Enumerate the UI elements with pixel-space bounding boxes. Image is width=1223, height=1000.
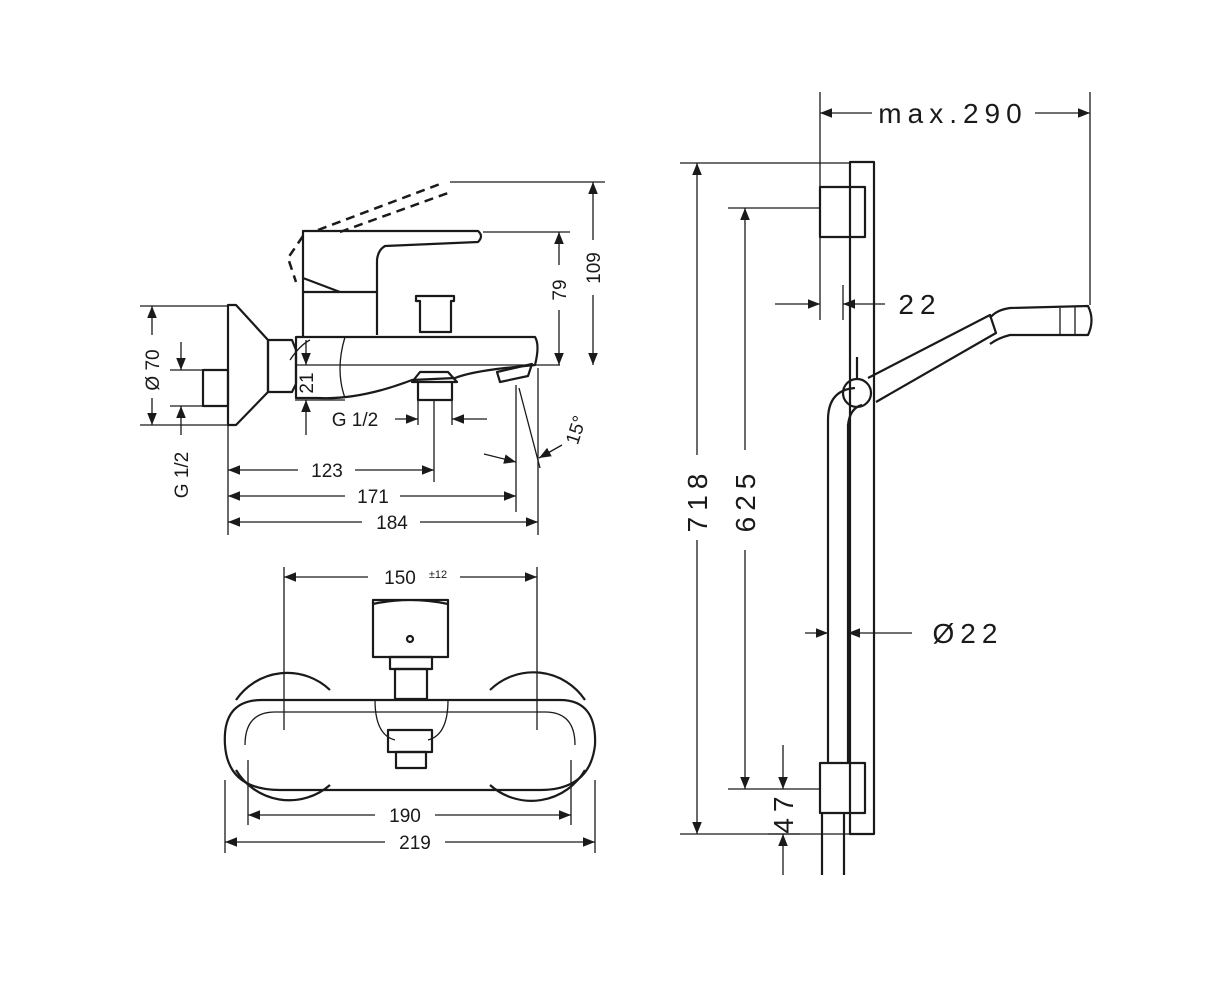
dim-wall-gap: 22 [898, 289, 941, 320]
dim-body-width: 190 [389, 806, 421, 827]
shower-hose [820, 813, 846, 875]
dim-rail-length: 718 [682, 468, 713, 533]
dim-bottom-offset: 47 [768, 790, 799, 833]
union-nut [266, 338, 298, 394]
inlet-connector [201, 368, 230, 408]
mixer-side-view [201, 182, 539, 427]
wall-flange [226, 303, 270, 427]
spout-body [294, 335, 539, 400]
handle-marker [405, 634, 415, 644]
front-view-dimensions: 150 ±12 190 219 [224, 567, 596, 854]
upper-holder [818, 185, 867, 239]
shower-rail-set [818, 160, 1093, 875]
dim-inlet-thread: G 1/2 [172, 452, 193, 498]
mixer-front-view [223, 598, 597, 802]
dim-to-outlet: 123 [311, 461, 343, 482]
dim-outlet-thread: G 1/2 [332, 410, 378, 431]
rail-rod [826, 386, 863, 763]
bath-outlet [410, 370, 459, 402]
side-view-dimensions: Ø 70 G 1/2 21 G 1/2 79 109 15° [140, 181, 605, 535]
lever-handle [301, 229, 483, 294]
dim-max-height: 109 [584, 252, 605, 284]
dim-overall-width: 219 [399, 833, 431, 854]
dim-holder-spacing: 625 [730, 468, 761, 533]
lower-holder [818, 761, 867, 815]
front-body [223, 698, 597, 792]
slider [841, 377, 873, 409]
shower-rail-dimensions: max.290 22 718 625 Ø22 47 [680, 92, 1091, 875]
spout-aerator [495, 362, 534, 384]
diverter-knob [414, 294, 456, 334]
dim-centers: 150 [384, 568, 416, 589]
dim-centers-tolerance: ±12 [429, 569, 447, 581]
dim-lever-height: 79 [550, 279, 571, 300]
dim-flange-diameter: Ø 70 [143, 349, 164, 390]
dim-rod-diameter: Ø22 [933, 618, 1004, 649]
lever-open-position [286, 182, 449, 283]
wall-plate [848, 160, 876, 836]
dim-projection: max.290 [878, 98, 1027, 129]
hand-shower-handle [867, 313, 998, 403]
front-handle [371, 598, 450, 659]
front-outlet [386, 728, 434, 754]
dim-overall-depth: 184 [376, 513, 408, 534]
front-neck [393, 667, 429, 701]
dim-to-spout-tip: 171 [357, 487, 389, 508]
dim-spout-angle: 15° [562, 413, 591, 447]
wall-escutcheons [235, 671, 586, 802]
dim-offset: 21 [297, 372, 318, 393]
hand-shower-head [989, 304, 1093, 345]
mixer-cylinder [301, 290, 379, 337]
